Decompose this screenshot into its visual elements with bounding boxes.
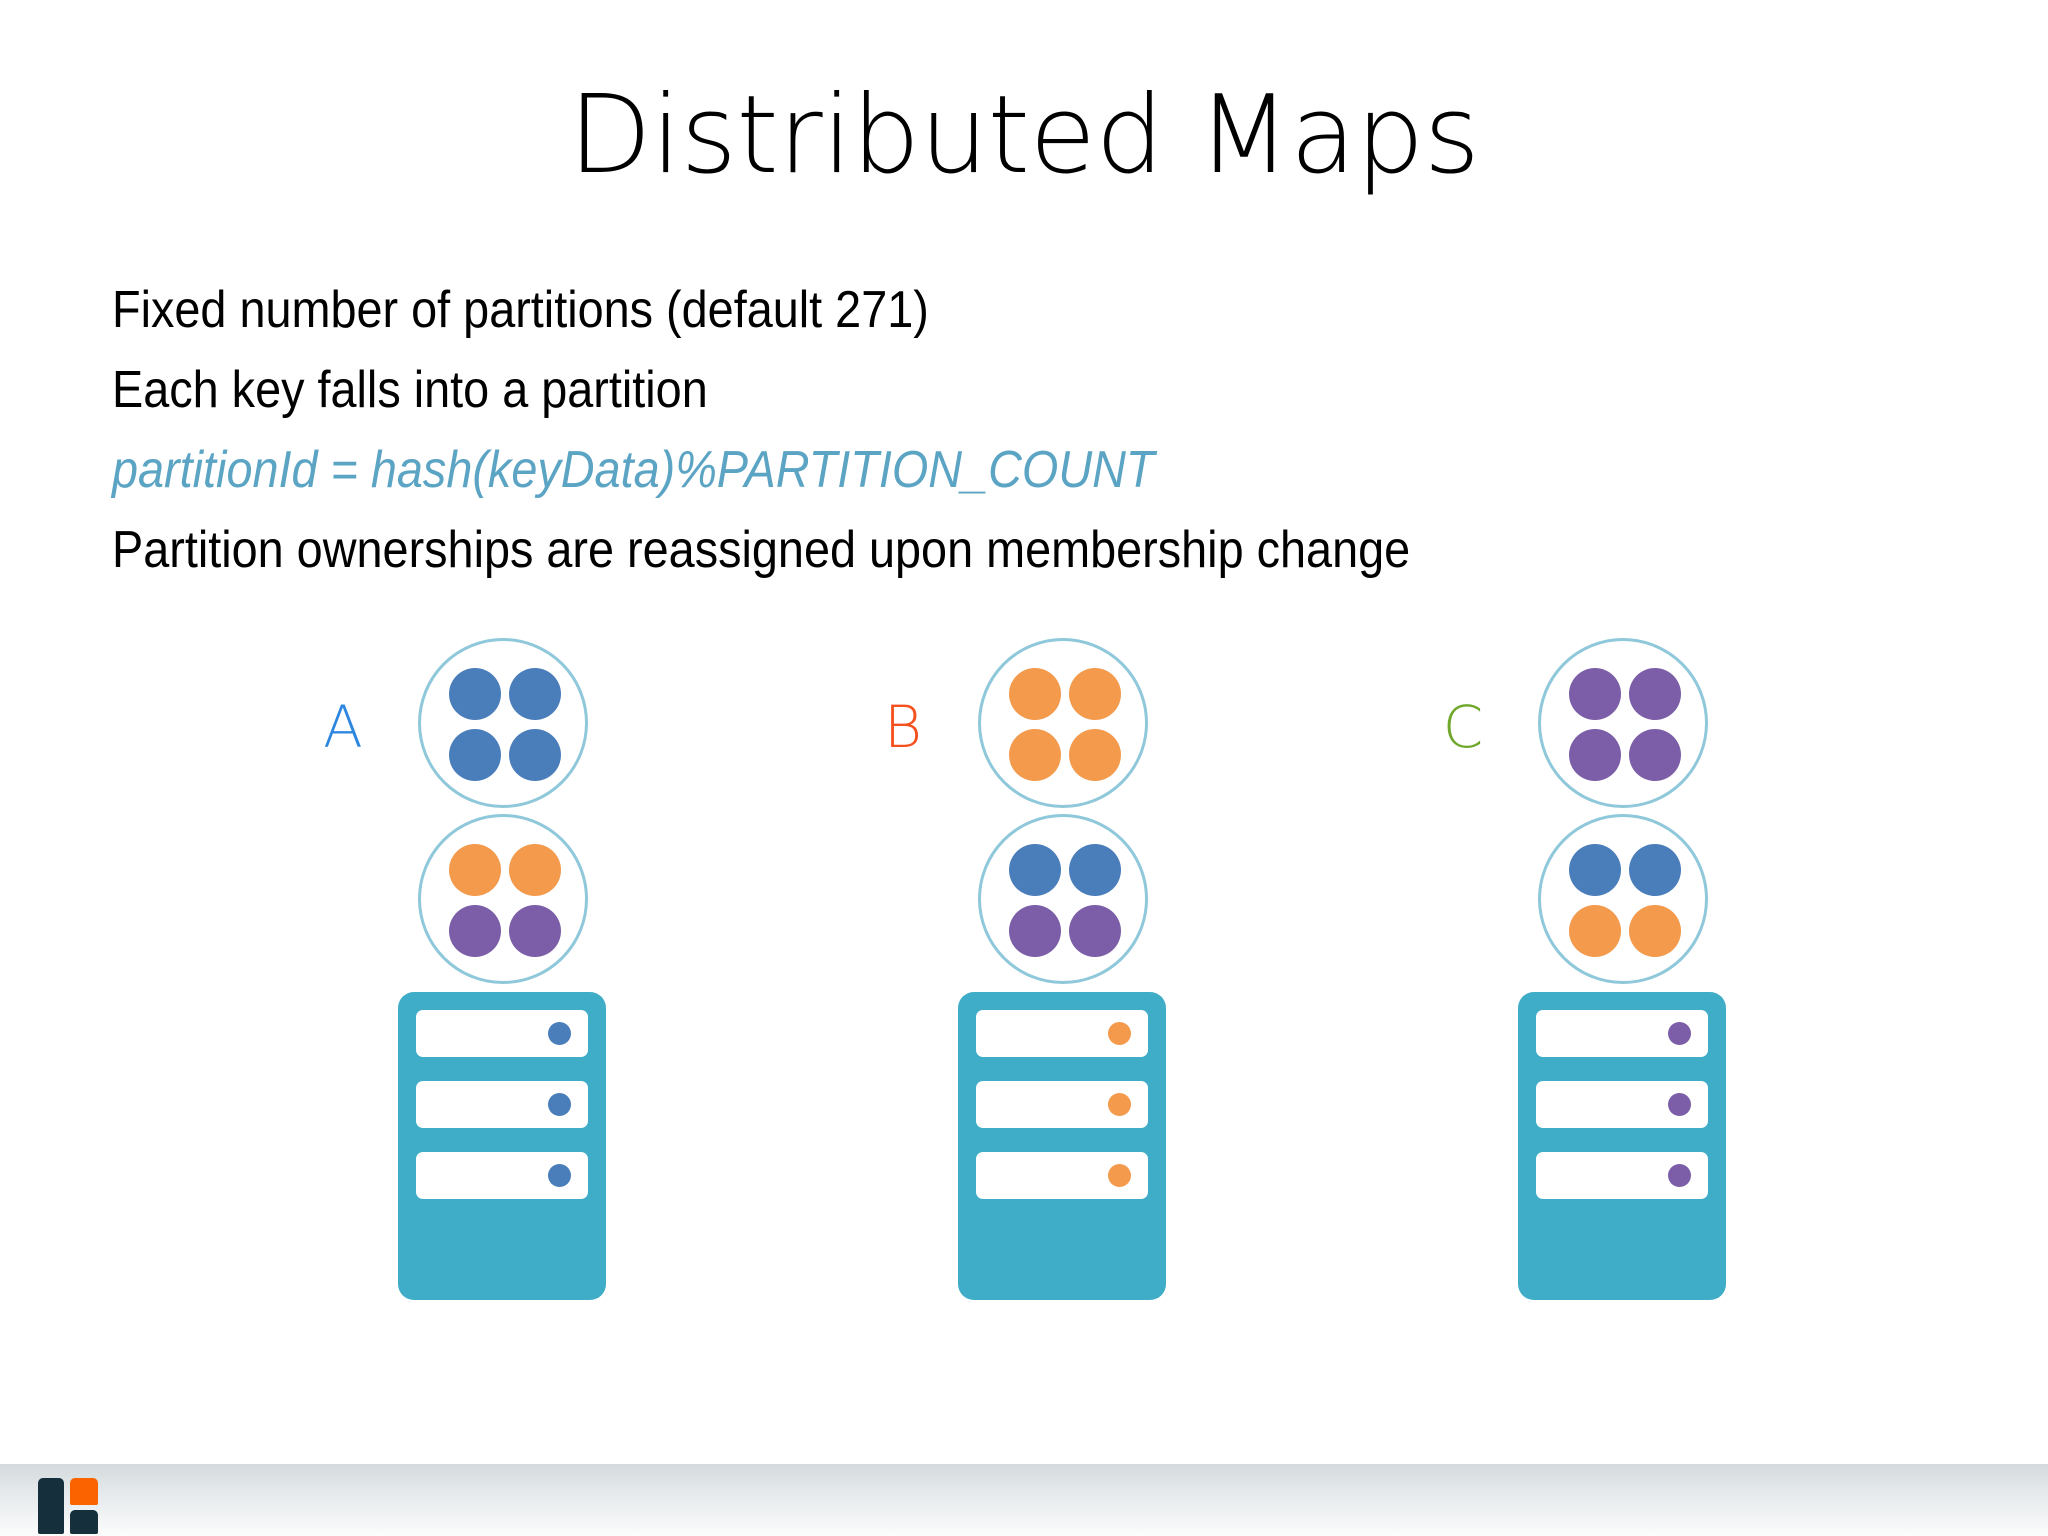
- rack-slot: [416, 1081, 588, 1128]
- partition-group-a-1: [418, 638, 588, 808]
- cluster-node-b: B: [838, 620, 1278, 1400]
- cluster-diagram: A B: [0, 620, 2048, 1400]
- node-label-a: A: [323, 693, 363, 761]
- cluster-node-a: A: [278, 620, 718, 1400]
- body-line-1: Fixed number of partitions (default 271): [112, 281, 929, 339]
- rack-slot: [1536, 1010, 1708, 1057]
- rack-status-dot: [548, 1022, 571, 1045]
- partition-dot: [509, 668, 561, 720]
- partition-dot: [1069, 668, 1121, 720]
- server-rack-a: [398, 992, 606, 1300]
- rack-slot: [976, 1081, 1148, 1128]
- node-label-b: B: [884, 693, 922, 761]
- partition-dot: [1569, 844, 1621, 896]
- partition-group-b-2: [978, 814, 1148, 984]
- partition-dot: [1009, 668, 1061, 720]
- cluster-node-c: C: [1398, 620, 1838, 1400]
- partition-dot: [449, 668, 501, 720]
- node-label-c: C: [1442, 693, 1484, 761]
- partition-dot: [1069, 844, 1121, 896]
- server-rack-b: [958, 992, 1166, 1300]
- rack-slot: [416, 1010, 588, 1057]
- rack-status-dot: [1108, 1093, 1131, 1116]
- partition-dot: [1069, 905, 1121, 957]
- rack-slot: [1536, 1081, 1708, 1128]
- rack-status-dot: [1668, 1093, 1691, 1116]
- rack-status-dot: [1668, 1022, 1691, 1045]
- partition-dot: [509, 844, 561, 896]
- partition-dot: [1569, 668, 1621, 720]
- body-text-block: Fixed number of partitions (default 271)…: [112, 270, 1992, 590]
- rack-status-dot: [548, 1093, 571, 1116]
- logo-dark-square-shape: [70, 1510, 98, 1534]
- rack-slot: [416, 1152, 588, 1199]
- partition-dot: [1069, 729, 1121, 781]
- partition-dot: [1009, 905, 1061, 957]
- partition-group-c-2: [1538, 814, 1708, 984]
- body-line-3-code-formula: partitionId = hash(keyData)%PARTITION_CO…: [112, 441, 1155, 499]
- partition-dot: [1009, 729, 1061, 781]
- rack-status-dot: [1668, 1164, 1691, 1187]
- partition-dot: [509, 729, 561, 781]
- partition-dot: [449, 729, 501, 781]
- partition-dot: [1629, 844, 1681, 896]
- rack-status-dot: [1108, 1164, 1131, 1187]
- partition-dot: [1629, 668, 1681, 720]
- partition-group-b-1: [978, 638, 1148, 808]
- rack-slot: [976, 1152, 1148, 1199]
- partition-dot: [1569, 729, 1621, 781]
- server-rack-c: [1518, 992, 1726, 1300]
- partition-dot: [449, 905, 501, 957]
- rack-slot: [1536, 1152, 1708, 1199]
- rack-slot: [976, 1010, 1148, 1057]
- rack-status-dot: [1108, 1022, 1131, 1045]
- partition-dot: [1629, 905, 1681, 957]
- slide-footer-band: [0, 1464, 2048, 1536]
- partition-dot: [509, 905, 561, 957]
- partition-dot: [449, 844, 501, 896]
- partition-group-a-2: [418, 814, 588, 984]
- partition-group-c-1: [1538, 638, 1708, 808]
- body-line-4: Partition ownerships are reassigned upon…: [112, 521, 1411, 579]
- body-line-2: Each key falls into a partition: [112, 361, 708, 419]
- partition-dot: [1629, 729, 1681, 781]
- hazelcast-logo-icon: [38, 1478, 110, 1534]
- logo-orange-square-shape: [70, 1478, 98, 1505]
- partition-dot: [1569, 905, 1621, 957]
- logo-bar-shape: [38, 1478, 64, 1534]
- page-title: Distributed Maps: [568, 73, 1480, 198]
- rack-status-dot: [548, 1164, 571, 1187]
- partition-dot: [1009, 844, 1061, 896]
